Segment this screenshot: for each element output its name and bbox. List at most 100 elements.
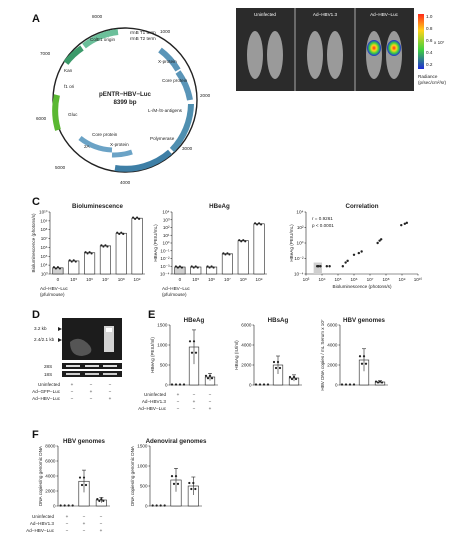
c1-y-tick-label: 10⁸ xyxy=(40,227,47,232)
e2-y-tick-label: 6000 xyxy=(241,323,252,328)
eRows-row-mark: + xyxy=(177,392,180,397)
colorbar-tick: 1.0 xyxy=(426,14,433,19)
imaging-group-hbvluc: Ad−HBV−Luc xyxy=(370,12,399,17)
c2-bar xyxy=(190,266,202,275)
c2-point xyxy=(253,222,257,225)
f2-y-tick-label: 1500 xyxy=(137,444,148,449)
feature-polymerase: Polymerase xyxy=(150,136,175,141)
e3-point xyxy=(358,355,362,358)
f2-y-tick-label: 500 xyxy=(140,484,148,489)
feature-core: Core protein xyxy=(162,78,188,83)
c2-point xyxy=(212,266,215,269)
c3-point xyxy=(352,253,356,257)
feature-rrnb-t1: rrnB T1 term xyxy=(130,30,156,35)
c1-bar xyxy=(68,260,80,275)
c2-point xyxy=(226,252,229,255)
f2-point xyxy=(155,504,158,507)
c2-point xyxy=(206,265,209,268)
e1-point xyxy=(190,351,194,354)
e2-ylabel: HBsAg (IU/ml) xyxy=(234,340,239,370)
f1-point xyxy=(100,498,103,501)
c3-x-tick-label: 10⁸ xyxy=(382,277,389,282)
c2-y-tick-label: 10⁻³ xyxy=(160,264,170,269)
c1-point xyxy=(116,231,119,234)
c2-x-tick-label: 10⁵ xyxy=(192,277,199,282)
e3-title: HBV genomes xyxy=(343,317,386,324)
c2-point xyxy=(196,266,199,269)
c2-x-tick-label: 10⁶ xyxy=(208,277,215,282)
colorbar-tick: 0.2 xyxy=(426,62,433,67)
c2-point xyxy=(228,253,231,256)
c3-point xyxy=(341,265,345,268)
c2-bar xyxy=(221,253,233,275)
c3-annotation-p: p < 0.0001 xyxy=(312,223,334,228)
c2-point xyxy=(238,239,241,242)
e3-point xyxy=(340,383,344,386)
eRows-row-mark: + xyxy=(209,406,212,411)
f2-point xyxy=(174,475,178,478)
eRows-row-label: Uninfected xyxy=(144,392,166,397)
e2-y-tick-label: 2000 xyxy=(241,363,252,368)
f1-y-tick-label: 4000 xyxy=(45,474,56,479)
c3-point xyxy=(325,265,329,268)
e2-point xyxy=(262,383,266,386)
c3-point xyxy=(400,223,403,227)
x-inner-arc xyxy=(111,149,133,158)
e-condition-table: Uninfected+−−Ad−HBV1.3−+−Ad−HBV−Luc−−+ xyxy=(138,392,212,411)
panel-label-a: A xyxy=(32,13,40,25)
c1-y-tick-label: 10⁴ xyxy=(40,263,47,268)
f1-point xyxy=(96,498,99,501)
feature-xprotein-2: X-protein xyxy=(110,142,129,147)
e3-point xyxy=(378,380,382,383)
plasmid-tick-1000: 1000 xyxy=(160,29,171,34)
c1-point xyxy=(54,267,58,270)
dRows-row-mark: − xyxy=(109,382,112,387)
e2-point xyxy=(274,366,278,370)
e2-point xyxy=(276,360,280,364)
fRows-row-mark: − xyxy=(66,521,69,526)
plasmid-tick-3000: 3000 xyxy=(182,146,193,151)
c3-y-tick-label: 10⁴ xyxy=(296,210,303,215)
colorbar-tick: 0.6 xyxy=(426,38,433,43)
eRows-row-mark: − xyxy=(209,392,212,397)
c3-y-tick-label: 10⁻⁴ xyxy=(294,272,304,277)
c3-y-tick-label: 10⁰ xyxy=(297,241,304,246)
colorbar-units: (p/sec/cm²/sr) xyxy=(418,80,447,85)
c1-bar xyxy=(115,232,127,275)
c1-point xyxy=(52,266,56,269)
c1-x-tick-label: 10⁸ xyxy=(118,277,125,282)
e3-point xyxy=(364,362,368,365)
c1-point xyxy=(118,232,121,235)
panel-label-c: C xyxy=(32,196,40,208)
c1-point xyxy=(72,259,75,262)
mice-uninfected xyxy=(247,31,283,79)
c2-y-tick-label: 10³ xyxy=(163,217,170,222)
c2-point xyxy=(192,266,195,269)
f2-point xyxy=(172,482,176,485)
e1-y-tick-label: 0 xyxy=(165,383,168,388)
e1-point xyxy=(188,340,192,343)
e2-point xyxy=(266,383,270,386)
e2-point xyxy=(254,383,258,386)
f2-point xyxy=(190,487,193,491)
panel-label-e: E xyxy=(148,309,155,321)
f1-y-tick-label: 8000 xyxy=(45,444,56,449)
dRows-row-mark: − xyxy=(90,382,93,387)
c3-x-tick-label: 10³ xyxy=(303,277,310,282)
c2-y-tick-label: 10⁻² xyxy=(160,256,170,261)
c3-x-tick-label: 10⁴ xyxy=(318,277,325,282)
c3-point xyxy=(317,265,320,268)
dRows-row-mark: − xyxy=(71,389,74,394)
fRows-row-label: Uninfected xyxy=(32,514,54,519)
e2-point xyxy=(292,375,296,379)
eRows-row-mark: − xyxy=(193,406,196,411)
c3-y-tick-label: 10² xyxy=(297,225,304,230)
plasmid-tick-4000: 4000 xyxy=(120,180,131,185)
fRows-row-mark: + xyxy=(100,528,103,533)
c1-x-tick-label: 10⁹ xyxy=(134,277,141,282)
dRows-row-mark: + xyxy=(71,382,74,387)
dRows-row-label: Ad−GFP−Luc xyxy=(32,389,61,394)
c1-ylabel: Bioluminescence (photons/s) xyxy=(31,213,36,272)
c2-xlabel: Ad−HBV−Luc xyxy=(162,286,191,291)
e3-point xyxy=(362,355,366,358)
